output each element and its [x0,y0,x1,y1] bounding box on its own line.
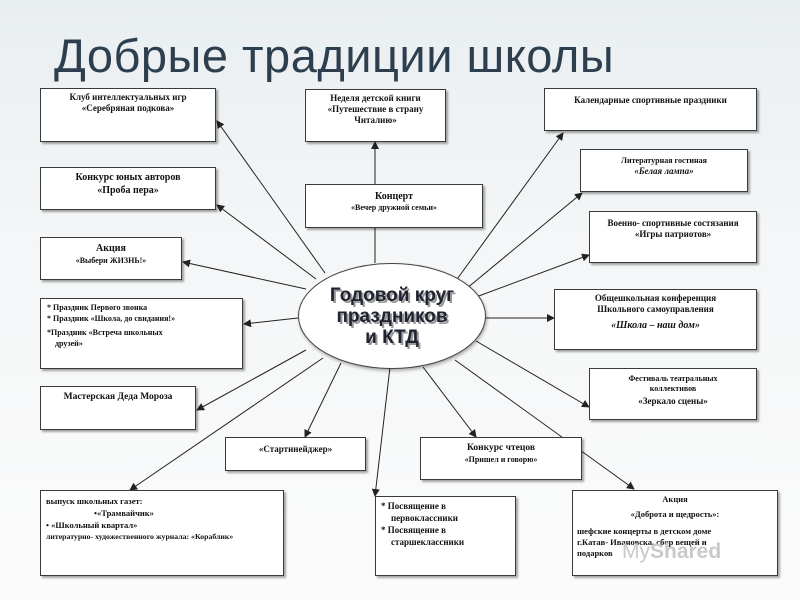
box-gazety-line-2: •«Трамвайчик» [94,508,154,518]
arrow-to-festival [475,340,590,408]
arrow-to-masterskaya [196,349,307,411]
arrow-to-kalendarnye [454,132,564,283]
box-startineydzher: «Стартинейджер» [225,437,366,471]
box-voenno-sportivnye: Военно- спортивные состязания «Игры патр… [589,211,757,263]
watermark-suffix: Shared [650,540,722,563]
box-masterskaya: Мастерская Деда Мороза [40,386,196,430]
box-aktsiya-dobrota-line-4: г.Катав- Ивановска, сбор вещей и [577,537,707,547]
box-aktsiya-dobrota-line-2: «Доброта и щедрость»: [630,509,720,519]
box-festival: Фестиваль театральных коллективов «Зерка… [589,368,757,420]
box-gazety: выпуск школьных газет: •«Трамвайчик» • «… [40,490,284,576]
box-konferentsiya-line-1: Общешкольная конференция [594,293,717,303]
arrow-to-prazdnik [243,317,299,328]
box-konferentsiya-line-3: «Школа – наш дом» [611,320,700,331]
arrow-to-klub [216,120,326,274]
center-line-2: праздников [336,305,448,327]
box-festival-line-2: коллективов [649,384,697,393]
box-masterskaya-line-1: Мастерская Деда Мороза [63,392,173,402]
arrow-to-konkurs-chtetsov [422,366,477,438]
box-posvyashchenie-line-2: первоклассники [391,513,458,523]
box-posvyashchenie-line-4: старшеклассники [391,537,465,547]
box-gazety-line-4: литературно- художественного журнала: «К… [46,532,234,541]
box-voenno-line-1: Военно- спортивные состязания [607,218,739,228]
arrow-to-literaturnaya [465,192,583,290]
box-literaturnaya-line-1: Литературная гостиная [621,156,707,165]
box-nedelya-line-1: Неделя детской книги [330,93,421,103]
box-prazdniki-line-1: * Праздник Первого звонка [47,303,148,312]
box-kalendarnye: Календарные спортивные праздники [544,88,757,131]
box-prazdniki-line-4: друзей» [55,339,83,348]
box-aktsiya-zhizn-line-2: «Выбери ЖИЗНЬ!» [75,256,147,265]
box-literaturnaya-line-2: «Белая лампа» [634,166,694,176]
box-gazety-line-1: выпуск школьных газет: [46,496,143,506]
box-kontsert: Концерт «Вечер дружной семьи» [305,184,483,228]
box-aktsiya-zhizn-line-1: Акция [96,243,126,254]
box-startineydzher-line-1: «Стартинейджер» [258,444,333,454]
center-line-1: Годовой круг [329,284,455,306]
box-posvyashchenie: * Посвящение в первоклассники * Посвящен… [375,496,516,576]
watermark: MyShared [622,540,721,564]
box-literaturnaya: Литературная гостиная «Белая лампа» [580,149,748,192]
box-prazdniki: * Праздник Первого звонка * Праздник «Шк… [40,298,243,369]
center-ellipse: Годовой круг праздников и КТД [298,263,486,369]
box-klub-igr-line-2: «Серебряная подкова» [81,103,175,113]
box-aktsiya-dobrota-line-5: подарков [577,548,613,558]
box-konkurs-chtetsov-line-1: Конкурс чтецов [467,443,535,453]
arrow-to-voenno [475,253,590,298]
page-title: Добрые традиции школы [54,29,615,82]
arrow-to-aktsiya-zhizn [182,259,307,290]
box-posvyashchenie-line-3: * Посвящение в [381,525,446,535]
box-prazdniki-line-3: *Праздник «Встреча школьных [47,328,163,337]
box-konkurs-avtorov: Конкурс юных авторов «Проба пера» [40,167,216,210]
box-posvyashchenie-line-1: * Посвящение в [381,501,446,511]
box-aktsiya-dobrota-line-1: Акция [662,494,688,504]
arrow-to-posvyashchenie [371,366,391,497]
box-nedelya-line-2: «Путешествие в страну [327,104,424,114]
center-line-3: и КТД [365,326,419,348]
box-festival-line-1: Фестиваль театральных [628,374,718,383]
box-konkurs-chtetsov: Конкурс чтецов «Пришел и говорю» [420,437,582,480]
box-kontsert-line-1: Концерт [374,191,414,202]
box-konferentsiya: Общешкольная конференция Школьного самоу… [554,289,757,350]
box-nedelya-line-3: Читалию» [354,115,397,125]
arrow-to-startineydzher [304,362,342,438]
box-konkurs-chtetsov-line-2: «Пришел и говорю» [464,455,538,464]
arrow-to-gazety [129,357,324,491]
box-gazety-line-3: • «Школьный квартал» [46,520,138,530]
box-konkurs-avtorov-line-1: Конкурс юных авторов [75,172,181,183]
box-festival-line-3: «Зеркало сцены» [638,396,708,406]
box-nedelya-knigi: Неделя детской книги «Путешествие в стра… [305,89,446,142]
box-kontsert-line-2: «Вечер дружной семьи» [351,203,437,212]
box-konkurs-avtorov-line-2: «Проба пера» [97,185,159,196]
arrow-to-aktsiya-dobrota [454,359,635,490]
watermark-prefix: My [622,540,650,563]
box-voenno-line-2: «Игры патриотов» [634,229,712,239]
arrow-to-konkurs-avtorov [216,204,317,280]
box-klub-igr-line-1: Клуб интеллектуальных игр [69,92,187,102]
box-aktsiya-dobrota-line-3: шефские концерты в детском доме [577,526,712,536]
box-konferentsiya-line-2: Школьного самоуправления [597,304,714,314]
box-prazdniki-line-2: * Праздник «Школа, до свидания!» [47,314,176,323]
box-klub-igr: Клуб интеллектуальных игр «Серебряная по… [40,88,216,142]
box-aktsiya-zhizn: Акция «Выбери ЖИЗНЬ!» [40,237,182,280]
box-kalendarnye-line-1: Календарные спортивные праздники [574,95,727,105]
box-aktsiya-dobrota: Акция «Доброта и щедрость»: шефские конц… [572,490,778,576]
